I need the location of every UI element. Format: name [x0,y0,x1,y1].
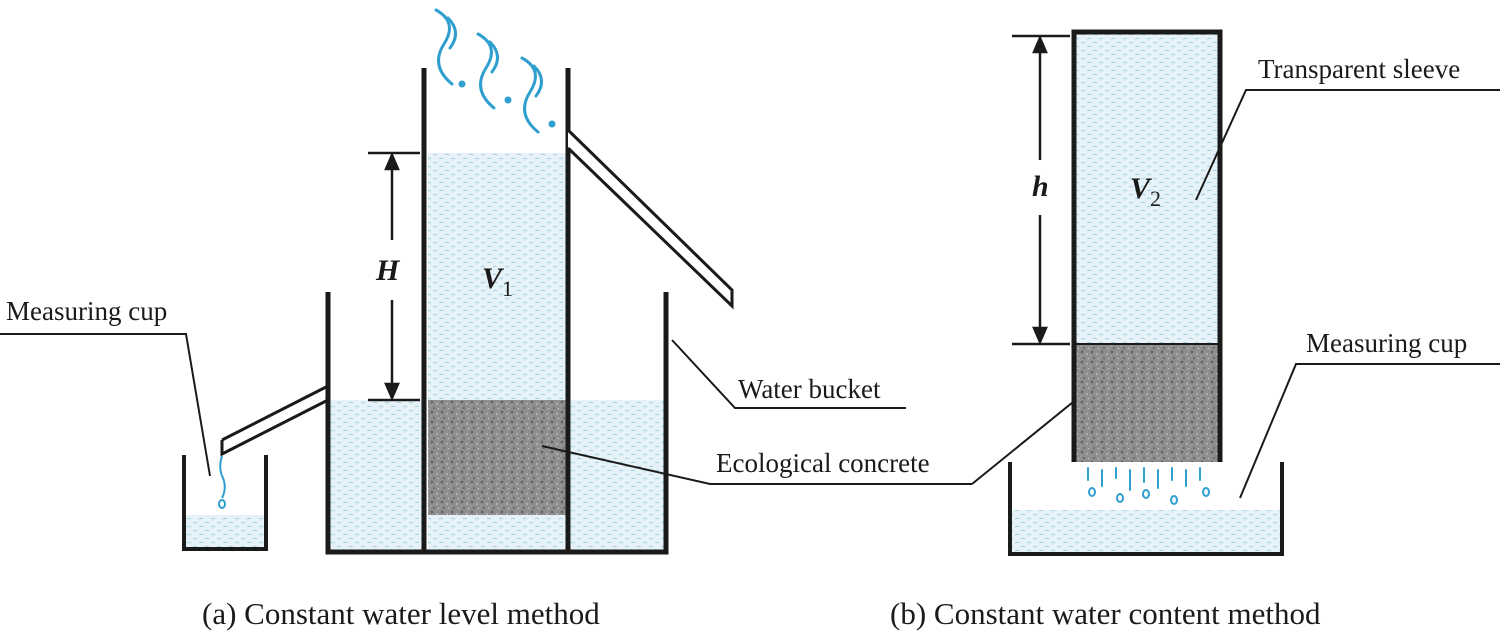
volume-label-a: V1 [482,262,513,301]
transparent-sleeve-label: Transparent sleeve [1258,54,1460,84]
ecological-concrete-leader-a [541,445,972,485]
caption-a: (a) Constant water level method [202,596,600,631]
head-symbol-b: h [1032,170,1049,203]
ecological-concrete-b [1076,344,1218,462]
outflow-pipe [220,384,329,457]
trickle-drops-a [218,455,226,509]
panel-a: H V1 Measuring cup Water bucket (a) Cons… [0,8,906,631]
water-splash-icon [434,8,556,134]
measuring-cup-a-water [186,515,264,547]
head-dimension-b [1012,34,1070,346]
measuring-cup-b [1008,462,1284,556]
volume-label-b: V2 [1130,172,1161,211]
measuring-cup-a-label: Measuring cup [6,296,167,326]
head-dimension-a [368,151,420,402]
sleeve-water-b [1076,34,1218,344]
ecological-concrete-a [428,400,566,515]
panel-b: h V2 Transparent sleeve Measuring cup (b… [890,29,1500,631]
transparent-sleeve-leader [1195,89,1500,201]
inflow-pipe [566,128,734,310]
measuring-cup-b-label: Measuring cup [1306,328,1467,358]
water-bucket-outline [325,292,669,555]
drip-drops-b [1087,467,1210,505]
measuring-cup-b-water [1012,510,1280,552]
measuring-cup-a [182,455,268,551]
measuring-cup-b-leader [1239,363,1500,499]
ecological-concrete-label: Ecological concrete [716,448,930,478]
transparent-sleeve-b [1071,29,1223,462]
measuring-cup-a-leader [0,333,211,477]
sleeve-water-a [428,153,566,400]
bucket-water-left [330,400,424,550]
water-bucket-leader [671,339,906,409]
sleeve-water-bottom-a [428,515,566,550]
water-bucket-label: Water bucket [738,374,881,404]
head-symbol-a: H [375,254,401,287]
caption-b: (b) Constant water content method [890,596,1321,631]
bucket-water-right [570,400,664,550]
